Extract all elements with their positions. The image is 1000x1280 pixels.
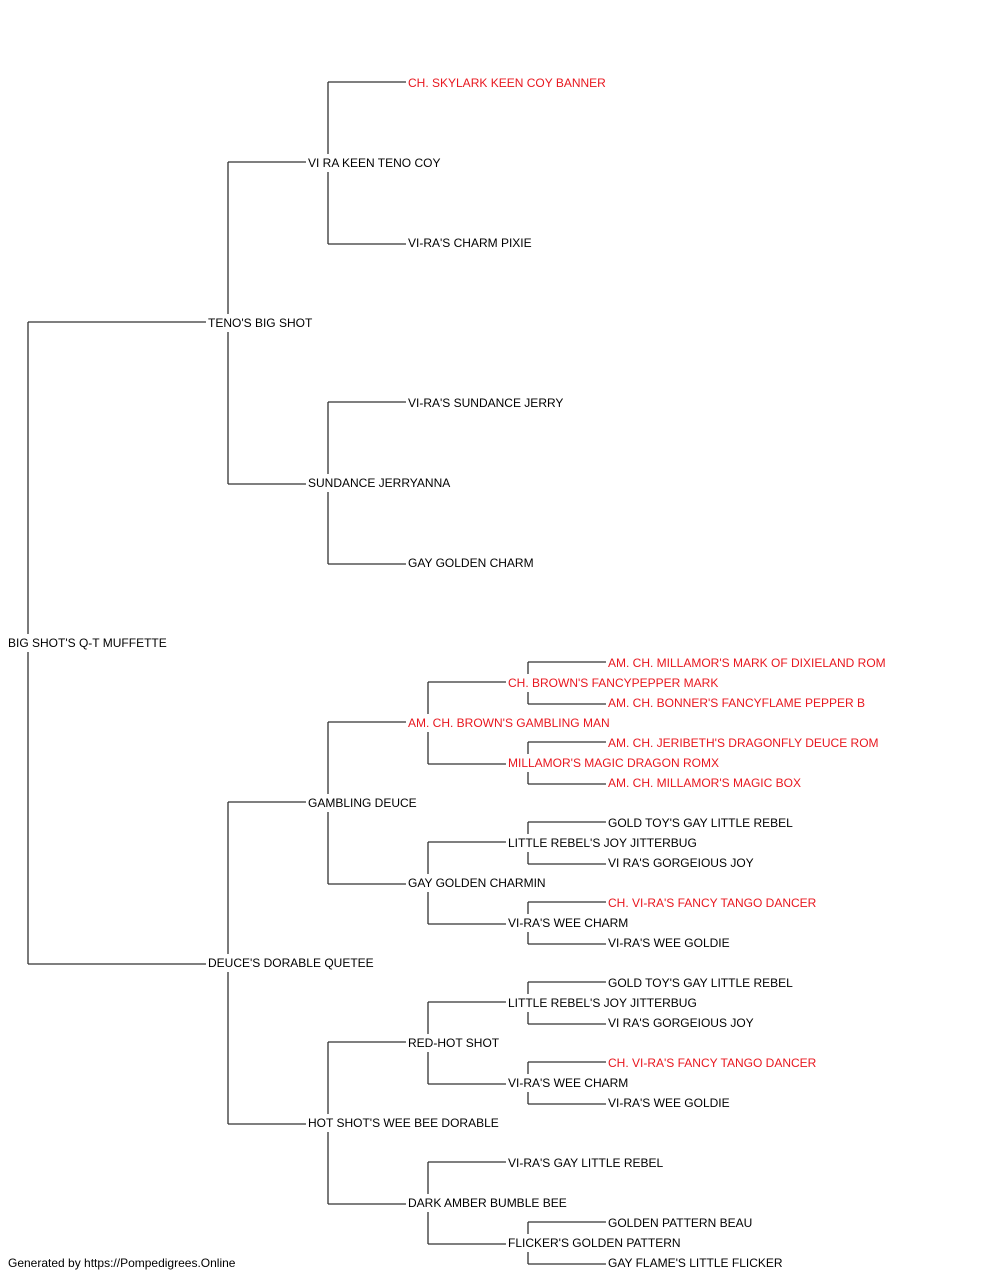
dog-name-sire-dam: SUNDANCE JERRYANNA [308,476,450,490]
dog-name-dam-sire-dam-sire: LITTLE REBEL'S JOY JITTERBUG [508,836,697,850]
dog-name-sire-dam-dam: GAY GOLDEN CHARM [408,556,534,570]
generated-by-footer: Generated by https://Pompedigrees.Online [8,1256,236,1270]
dog-name-dam-sire-dam-sire-dam: VI RA'S GORGEIOUS JOY [608,856,754,870]
dog-name-dam: DEUCE'S DORABLE QUETEE [208,956,374,970]
dog-name-sire-dam-sire: VI-RA'S SUNDANCE JERRY [408,396,563,410]
dog-name-dam-sire-sire-dam: MILLAMOR'S MAGIC DRAGON ROMX [508,756,719,770]
dog-name-dam-dam-dam-sire: VI-RA'S GAY LITTLE REBEL [508,1156,664,1170]
dog-name-dam-dam: HOT SHOT'S WEE BEE DORABLE [308,1116,499,1130]
dog-name-dam-sire-dam-dam-dam: VI-RA'S WEE GOLDIE [608,936,730,950]
dog-name-sire-sire-sire: CH. SKYLARK KEEN COY BANNER [408,76,606,90]
dog-name-dam-sire-sire-sire-dam: AM. CH. BONNER'S FANCYFLAME PEPPER B [608,696,865,710]
dog-name-dam-sire-dam-sire-sire: GOLD TOY'S GAY LITTLE REBEL [608,816,793,830]
dog-name-dam-sire-sire-sire: CH. BROWN'S FANCYPEPPER MARK [508,676,718,690]
dog-name-dam-sire-dam-dam: VI-RA'S WEE CHARM [508,916,628,930]
dog-name-dam-sire-sire-sire-sire: AM. CH. MILLAMOR'S MARK OF DIXIELAND ROM [608,656,886,670]
dog-name-dam-dam-dam: DARK AMBER BUMBLE BEE [408,1196,567,1210]
dog-name-sire-sire: VI RA KEEN TENO COY [308,156,440,170]
dog-name-dam-sire-sire-dam-dam: AM. CH. MILLAMOR'S MAGIC BOX [608,776,801,790]
dog-name-dam-sire-sire: AM. CH. BROWN'S GAMBLING MAN [408,716,610,730]
dog-name-dam-dam-sire-sire-sire: GOLD TOY'S GAY LITTLE REBEL [608,976,793,990]
dog-name-dam-dam-dam-dam-dam: GAY FLAME'S LITTLE FLICKER [608,1256,783,1270]
dog-name-dam-sire-dam: GAY GOLDEN CHARMIN [408,876,546,890]
dog-name-dam-dam-dam-dam: FLICKER'S GOLDEN PATTERN [508,1236,681,1250]
dog-name-dam-dam-sire-dam-sire: CH. VI-RA'S FANCY TANGO DANCER [608,1056,817,1070]
dog-name-dam-sire-sire-dam-sire: AM. CH. JERIBETH'S DRAGONFLY DEUCE ROM [608,736,879,750]
dog-name-dam-sire-dam-dam-sire: CH. VI-RA'S FANCY TANGO DANCER [608,896,817,910]
dog-name-subject: BIG SHOT'S Q-T MUFFETTE [8,636,167,650]
dog-name-dam-dam-sire-sire-dam: VI RA'S GORGEIOUS JOY [608,1016,754,1030]
dog-name-dam-dam-sire-sire: LITTLE REBEL'S JOY JITTERBUG [508,996,697,1010]
dog-name-sire-sire-dam: VI-RA'S CHARM PIXIE [408,236,532,250]
dog-name-dam-dam-dam-dam-sire: GOLDEN PATTERN BEAU [608,1216,752,1230]
dog-name-dam-sire: GAMBLING DEUCE [308,796,417,810]
dog-name-dam-dam-sire-dam-dam: VI-RA'S WEE GOLDIE [608,1096,730,1110]
dog-name-dam-dam-sire: RED-HOT SHOT [408,1036,500,1050]
dog-name-dam-dam-sire-dam: VI-RA'S WEE CHARM [508,1076,628,1090]
dog-name-sire: TENO'S BIG SHOT [208,316,313,330]
